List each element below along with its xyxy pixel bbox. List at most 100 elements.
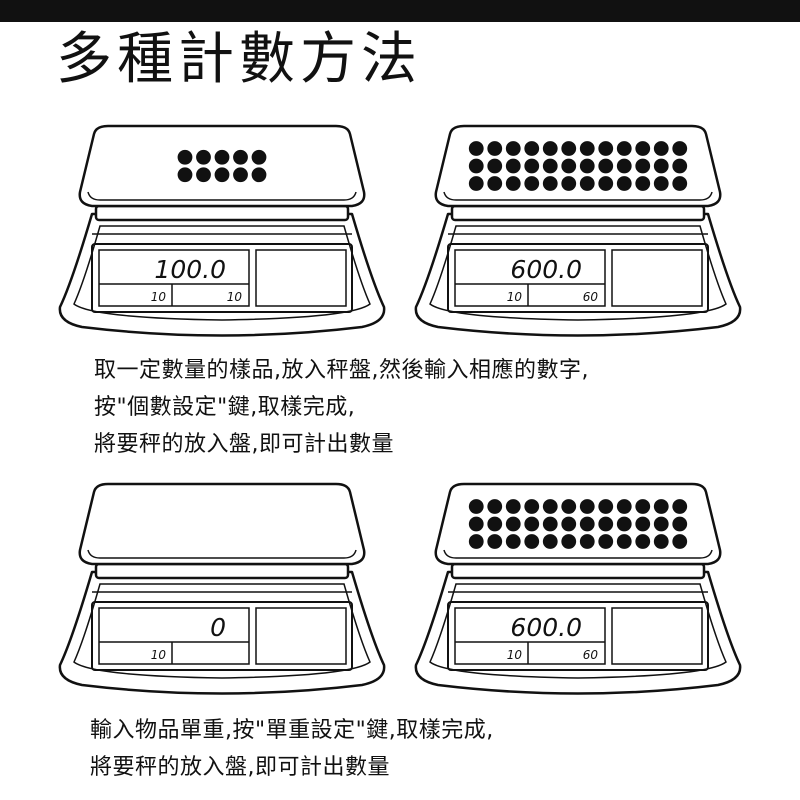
caption-line: 輸入物品單重,按"單重設定"鍵,取樣完成, [90,718,494,743]
sample-item-dot [616,176,632,191]
sample-item-dot [542,141,558,156]
sample-item-dot [598,176,614,191]
sample-item-dot [635,141,651,156]
sample-item-dot [468,534,484,549]
sample-item-dot [542,176,558,191]
sample-item-dot [505,176,521,191]
caption-line: 按"個數設定"鍵,取樣完成, [94,395,356,420]
sample-item-dot [635,176,651,191]
sample-item-dot [653,534,669,549]
display-weight-value: 600.0 [510,613,582,642]
sample-item-dot [251,149,267,165]
sample-item-dot [598,158,614,174]
sample-item-dot [214,149,230,165]
display-panel [447,243,709,313]
sample-item-dot [635,534,651,549]
sample-item-dot [579,534,595,549]
sample-item-dot [561,158,577,174]
top-border-bar [0,0,800,22]
sample-item-dot [653,499,669,514]
sample-item-dot [616,158,632,174]
sample-item-dot [561,534,577,549]
sample-item-dot [177,167,193,183]
sample-item-dot [672,176,688,191]
sample-item-dot [561,516,577,532]
sample-item-dot [579,141,595,156]
sample-item-dot [542,499,558,514]
sample-item-dot [468,158,484,174]
sample-item-dot [251,167,267,183]
display-count-value: 60 [583,290,599,304]
sample-item-dot [598,534,614,549]
sample-item-dot [505,158,521,174]
sample-item-dot [524,158,540,174]
sample-item-dot [468,499,484,514]
sample-item-dot [505,516,521,532]
sample-item-dot [524,499,540,514]
sample-item-dot [561,141,577,156]
sample-item-dot [196,149,211,165]
sample-item-dot [579,499,595,514]
sample-item-dot [214,167,230,183]
sample-item-dot [579,516,595,532]
sample-item-dot [177,149,193,165]
sample-item-dot [468,176,484,191]
sample-item-dot [635,516,651,532]
weighing-pan [78,124,366,208]
sample-item-dot [579,158,595,174]
sample-item-dot [468,141,484,156]
sample-item-dot [598,516,614,532]
sample-item-dot [672,158,688,174]
caption-sample-count-method: 取一定數量的樣品,放入秤盤,然後輸入相應的數字, 按"個數設定"鍵,取樣完成, … [94,352,589,463]
display-count-value: 10 [227,290,243,304]
display-count-value: 60 [583,648,599,662]
sample-item-dot [616,141,632,156]
display-unit-value: 10 [151,290,167,304]
sample-item-dot [653,176,669,191]
sample-item-dot [233,149,248,165]
sample-item-dot [487,516,503,532]
weighing-pan [78,482,366,566]
sample-item-dot [542,158,558,174]
sample-item-dot [561,176,577,191]
sample-item-dot [196,167,211,183]
display-panel [91,243,353,313]
sample-item-dot [653,141,669,156]
sample-item-dot [542,516,558,532]
sample-item-dot [616,534,632,549]
sample-item-dot [524,516,540,532]
sample-item-dot [487,141,503,156]
display-weight-value: 100.0 [154,255,226,284]
caption-unit-weight-method: 輸入物品單重,按"單重設定"鍵,取樣完成, 將要秤的放入盤,即可計出數量 [90,712,494,786]
sample-item-dot [672,516,688,532]
page-title: 多種計數方法 [56,27,422,92]
sample-item-dot [487,499,503,514]
sample-item-dot [672,141,688,156]
sample-item-dot [233,167,248,183]
sample-item-dot [653,158,669,174]
sample-item-dot [487,158,503,174]
caption-line: 取一定數量的樣品,放入秤盤,然後輸入相應的數字, [94,358,589,383]
sample-item-dot [524,534,540,549]
display-panel [91,601,353,671]
display-unit-value: 10 [507,290,523,304]
sample-item-dot [635,158,651,174]
sample-item-dot [653,516,669,532]
caption-line: 將要秤的放入盤,即可計出數量 [94,432,394,457]
sample-item-dot [616,499,632,514]
sample-item-dot [487,534,503,549]
display-panel [447,601,709,671]
sample-item-dot [505,141,521,156]
sample-item-dot [598,499,614,514]
sample-item-dot [524,176,540,191]
display-weight-value: 0 [210,613,226,642]
sample-item-dot [616,516,632,532]
sample-item-dot [598,141,614,156]
